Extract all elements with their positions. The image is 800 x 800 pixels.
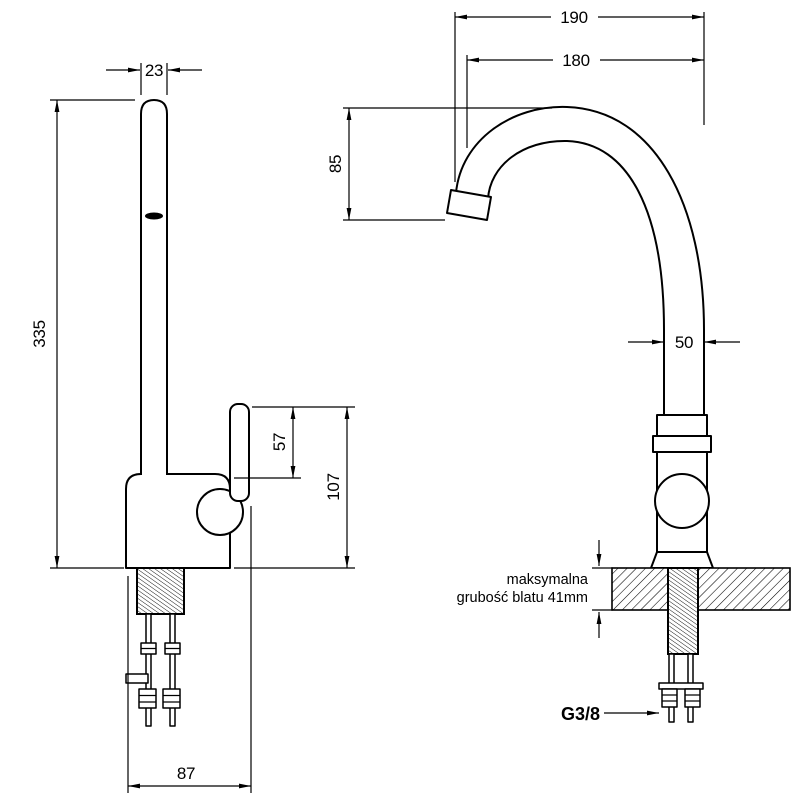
front-handle-ring bbox=[652, 435, 712, 453]
thread-size-label: G3/8 bbox=[561, 704, 600, 724]
front-view bbox=[446, 105, 791, 723]
dim-label-190: 190 bbox=[560, 8, 587, 27]
front-gooseneck-spout bbox=[455, 105, 705, 417]
dim-57-107-extension-lines bbox=[234, 406, 355, 569]
side-mounting-bracket bbox=[125, 673, 149, 684]
front-hexnut-right bbox=[684, 688, 701, 708]
front-aerator-tip bbox=[446, 189, 492, 221]
front-medallion bbox=[654, 473, 710, 529]
dim-87-extension-lines bbox=[127, 506, 252, 793]
dim-label-180: 180 bbox=[562, 51, 589, 70]
side-spout-pipe bbox=[140, 99, 168, 475]
counter-edge-ticks bbox=[592, 567, 613, 611]
side-handle-lever bbox=[229, 403, 250, 502]
side-hexnut-left bbox=[138, 688, 157, 709]
counter-note-line1: maksymalna bbox=[507, 572, 589, 588]
front-countertop bbox=[611, 567, 791, 611]
dim-label-85: 85 bbox=[326, 155, 345, 173]
side-stud-left bbox=[145, 613, 152, 727]
side-hexnut-right bbox=[162, 688, 181, 709]
front-washer bbox=[658, 682, 704, 690]
dim-label-50: 50 bbox=[675, 333, 693, 352]
side-view-dimensions: 23 335 57 107 87 bbox=[30, 61, 355, 793]
side-thread-shank bbox=[136, 567, 185, 615]
side-view bbox=[125, 99, 250, 727]
counter-note-line2: grubość blatu 41mm bbox=[457, 590, 588, 606]
front-hexnut-left bbox=[661, 688, 678, 708]
side-handle-joint bbox=[196, 488, 244, 536]
dim-label-57: 57 bbox=[270, 433, 289, 451]
dim-label-335: 335 bbox=[30, 320, 49, 347]
side-hexnut-facets bbox=[139, 694, 180, 703]
front-base-flare bbox=[650, 551, 714, 569]
front-hexnut-facets bbox=[662, 694, 700, 702]
side-aerator-mark bbox=[145, 212, 163, 220]
dim-label-107: 107 bbox=[324, 473, 343, 500]
dim-23-extension-lines bbox=[140, 63, 168, 95]
side-stud-right bbox=[169, 613, 176, 727]
dim-85-extension-lines bbox=[343, 107, 552, 221]
dim-190-extension-lines bbox=[454, 12, 705, 182]
front-thread-shank bbox=[667, 567, 699, 655]
dim-335-extension-lines bbox=[50, 99, 135, 569]
dim-label-87: 87 bbox=[177, 764, 195, 783]
front-view-dimensions: 190 180 85 50 maksymalna grubość blatu 4… bbox=[326, 8, 740, 724]
dim-label-23: 23 bbox=[145, 61, 163, 80]
